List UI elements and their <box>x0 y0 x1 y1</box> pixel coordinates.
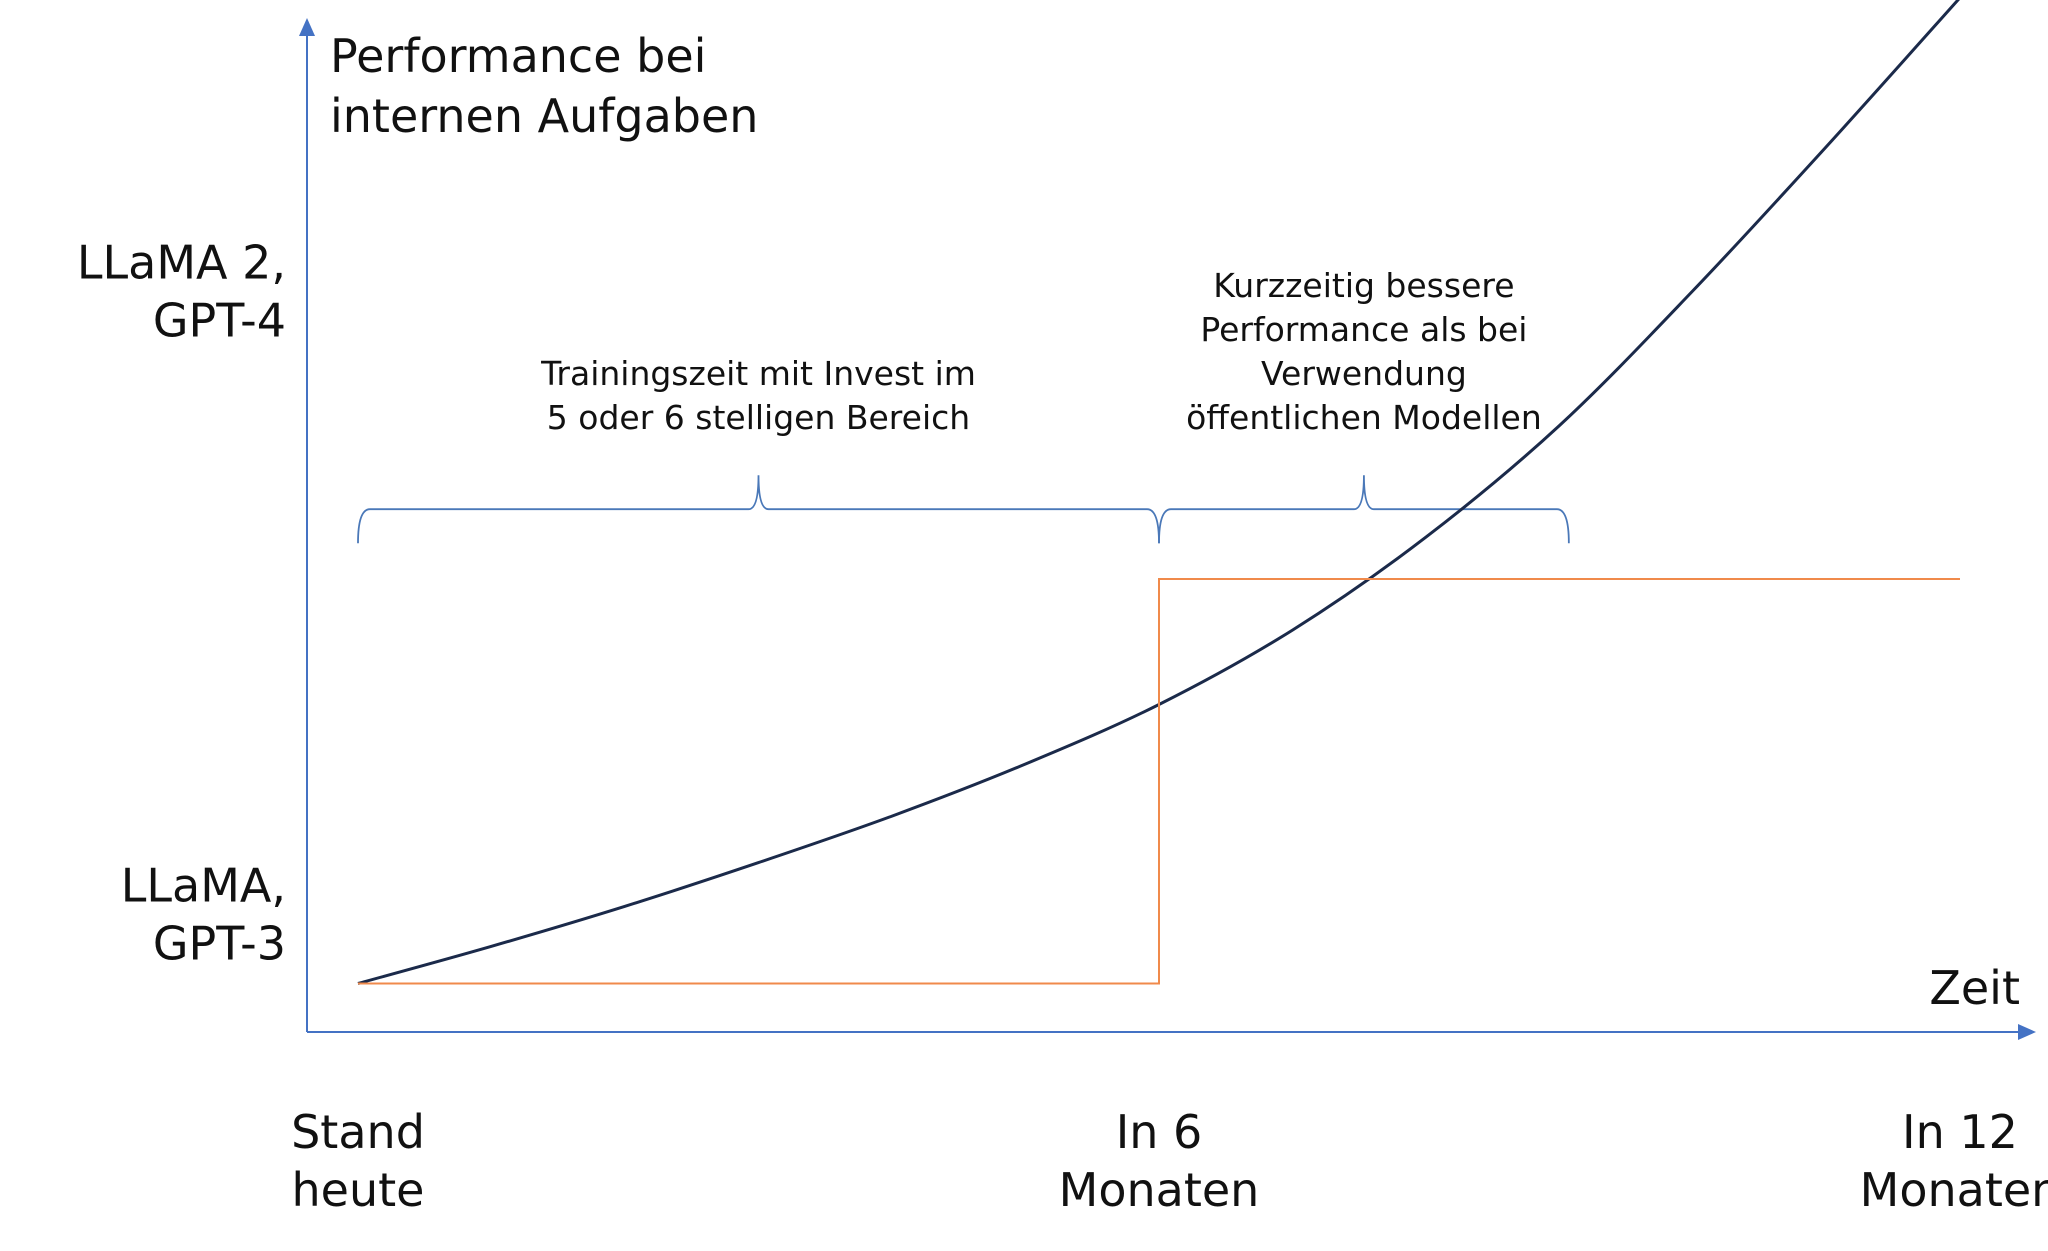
y-tick-label-line: GPT-4 <box>153 293 286 347</box>
brace <box>357 475 1160 544</box>
x-tick-label-line: Monaten <box>1860 1163 2048 1217</box>
x-axis-label: Zeit <box>1929 961 2020 1015</box>
annotation-line: Kurzzeitig bessere <box>1213 266 1514 305</box>
brace <box>1158 475 1570 544</box>
annotation-line: öffentlichen Modellen <box>1186 398 1542 437</box>
axes <box>299 18 2036 1040</box>
annotation-line: Performance als bei <box>1200 310 1527 349</box>
x-tick-label-line: Stand <box>291 1105 425 1159</box>
series-line <box>358 577 1960 985</box>
annotation-line: Trainingszeit mit Invest im <box>540 354 976 393</box>
y-tick-label: LLaMA 2,GPT-4 <box>77 235 286 347</box>
annotation-line: Verwendung <box>1261 354 1467 393</box>
y-tick-label-line: LLaMA 2, <box>77 235 286 289</box>
x-tick-label-line: In 6 <box>1116 1105 1203 1159</box>
x-tick-label-line: Monaten <box>1059 1163 1260 1217</box>
y-axis-label: Performance bei internen Aufgaben <box>330 29 758 143</box>
x-axis-arrow <box>2018 1024 2036 1040</box>
x-tick-label-line: In 12 <box>1902 1105 2018 1159</box>
labels: Performance bei internen Aufgaben Zeit <box>330 29 2020 1015</box>
braces: Trainingszeit mit Invest im 5 oder 6 stel… <box>357 266 1570 544</box>
y-axis-arrow <box>299 18 315 36</box>
x-tick-label-line: heute <box>292 1163 425 1217</box>
y-tick-label: LLaMA,GPT-3 <box>121 859 286 971</box>
series-line <box>357 0 1960 985</box>
series-layer <box>357 0 1960 985</box>
y-tick-label-line: LLaMA, <box>121 859 286 913</box>
y-axis-label-line: internen Aufgaben <box>330 89 758 143</box>
annotation: Trainingszeit mit Invest im 5 oder 6 stel… <box>540 354 976 437</box>
annotation-line: 5 oder 6 stelligen Bereich <box>547 398 970 437</box>
y-tick-label-line: GPT-3 <box>153 917 286 971</box>
y-axis-label-line: Performance bei <box>330 29 706 83</box>
